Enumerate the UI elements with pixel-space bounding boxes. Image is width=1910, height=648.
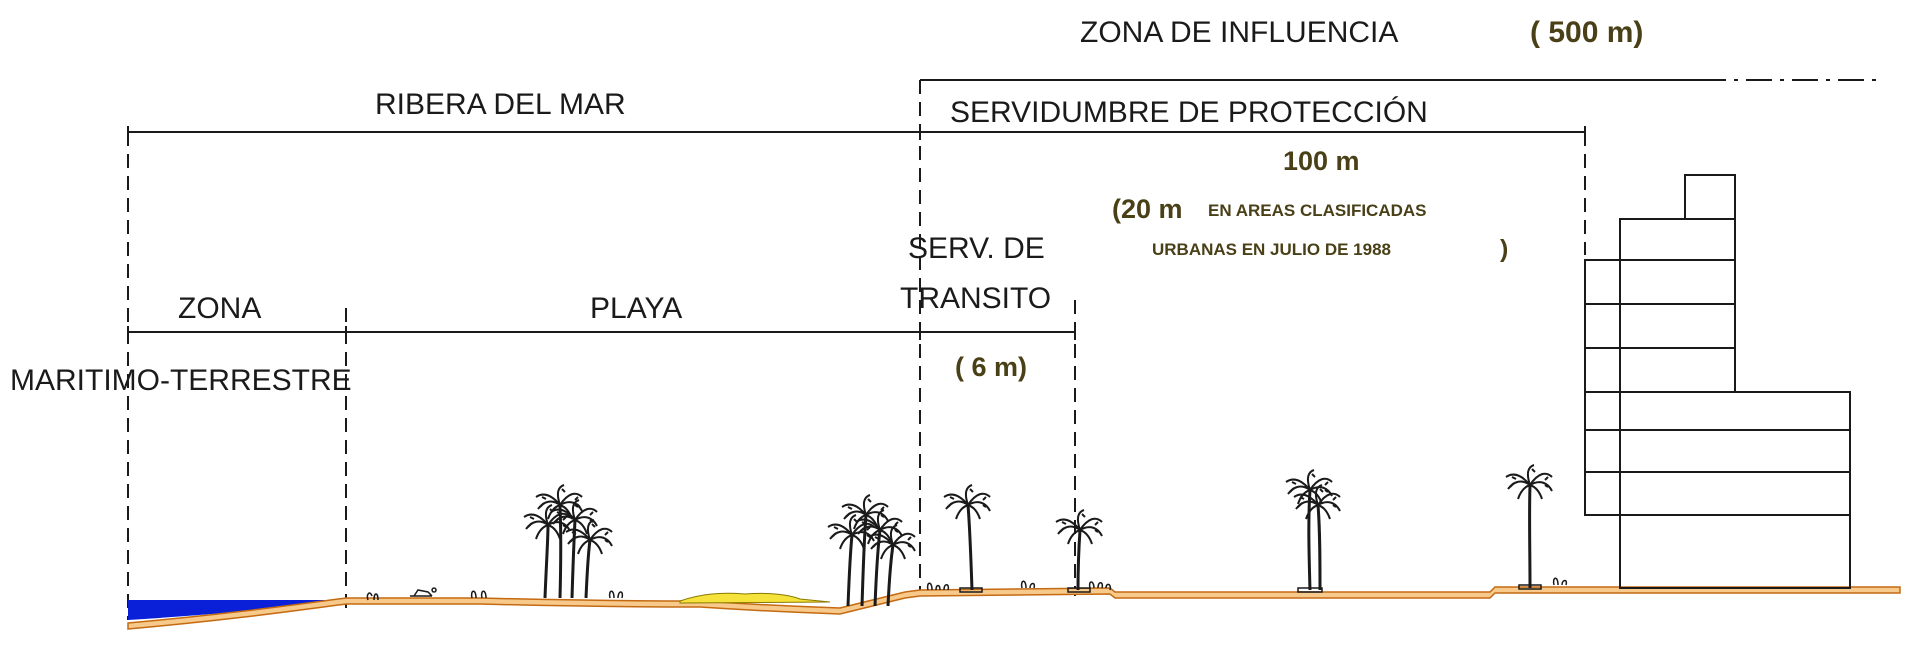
palm-tree-icon [1055, 509, 1103, 591]
proteccion-note-line2: URBANAS EN JULIO DE 1988 [1152, 240, 1391, 259]
palm-tree-icon [1505, 464, 1553, 589]
planter-icon [959, 587, 983, 593]
building-middle-block [1619, 218, 1736, 393]
palm-trees [523, 464, 1553, 607]
serv-transito-distance: ( 6 m) [955, 352, 1027, 382]
shrub-icon [926, 582, 950, 591]
palm-tree-icon [523, 504, 571, 599]
playa-label: PLAYA [590, 292, 682, 325]
proteccion-distance: 100 m [1283, 146, 1360, 176]
zona-label-line1: ZONA [178, 292, 261, 325]
person-lying-icon [410, 587, 437, 597]
zona-label-line2: MARITIMO-TERRESTRE [10, 364, 352, 397]
palm-tree-icon [1285, 469, 1333, 591]
planter-icon [1297, 587, 1323, 593]
shrub-icon [470, 590, 487, 599]
shrub-icon [1020, 580, 1036, 589]
palm-tree-icon [855, 509, 903, 607]
planter-icon [1518, 584, 1542, 590]
palm-tree-icon [550, 499, 598, 599]
beach-figures [366, 577, 1568, 601]
serv-transito-line2: TRANSITO [900, 282, 1051, 315]
servidumbre-proteccion-label: SERVIDUMBRE DE PROTECCIÓN [950, 96, 1428, 129]
palm-tree-icon [1293, 484, 1341, 591]
palm-tree-icon [827, 514, 875, 607]
boundary-lines [127, 80, 1586, 620]
proteccion-note-line1: EN AREAS CLASIFICADAS [1208, 201, 1427, 220]
zona-influencia-label: ZONA DE INFLUENCIA [1080, 16, 1398, 49]
shrub-icon [608, 590, 624, 599]
building-left-wing [1584, 259, 1621, 516]
serv-transito-line1: SERV. DE [908, 232, 1045, 265]
zona-influencia-distance: ( 500 m) [1530, 16, 1643, 49]
palm-tree-icon [565, 519, 613, 599]
shrub-icon [1552, 577, 1568, 586]
building-base-block [1619, 391, 1851, 589]
sand-dune [679, 592, 831, 604]
shrub-icon [366, 592, 379, 601]
proteccion-note-close: ) [1500, 235, 1508, 263]
planter-icon [1067, 587, 1091, 593]
palm-tree-icon [868, 524, 916, 607]
building-icon [1584, 174, 1851, 589]
building-top-block [1684, 174, 1736, 220]
shrub-icon [1088, 581, 1112, 591]
ground-strip [127, 586, 1901, 630]
palm-tree-icon [943, 484, 991, 591]
proteccion-note-distance: (20 m [1112, 194, 1183, 224]
terrain [127, 586, 1901, 630]
ribera-del-mar-label: RIBERA DEL MAR [375, 88, 626, 121]
